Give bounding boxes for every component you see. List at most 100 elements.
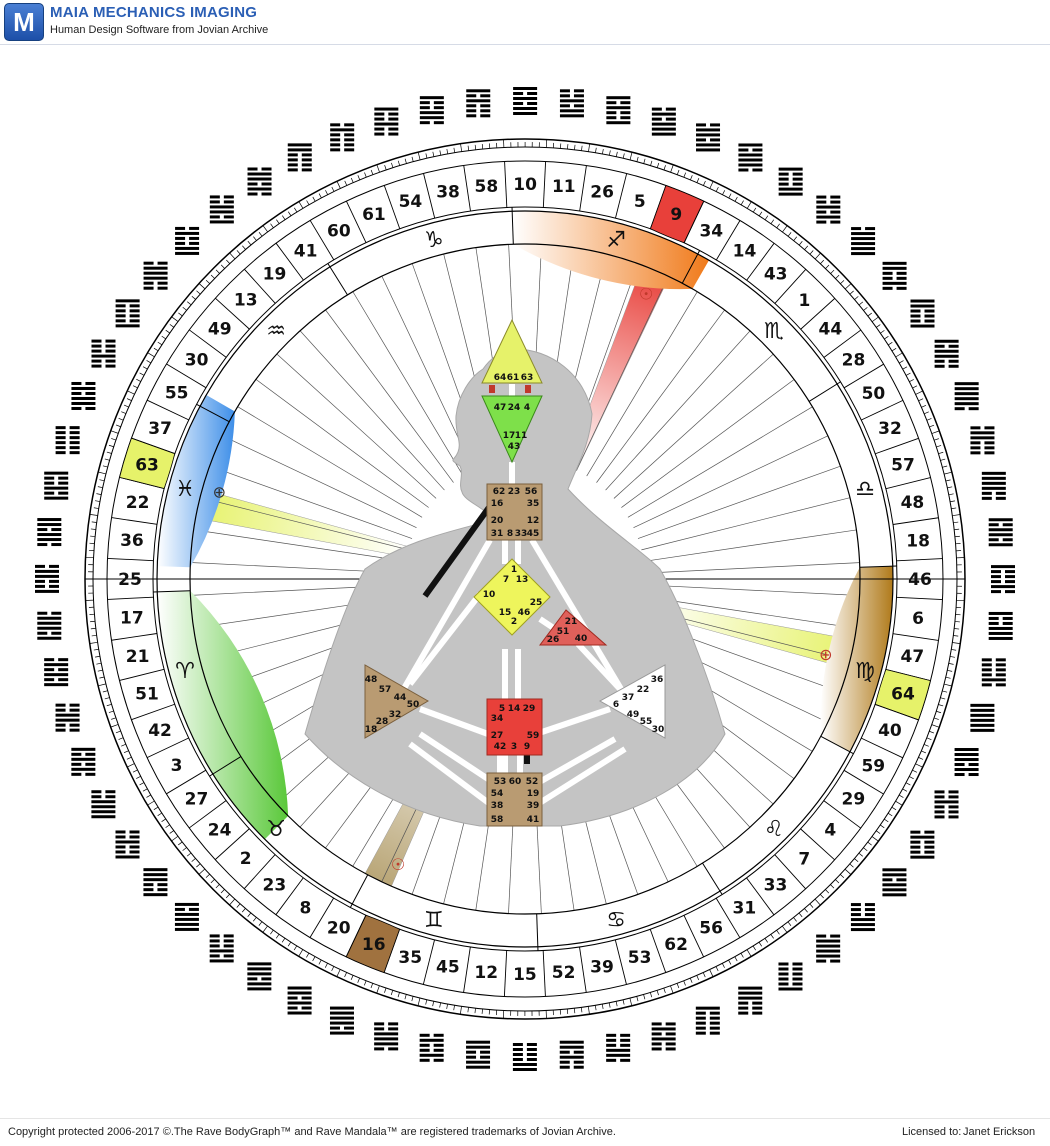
zodiac-scorpio-icon: ♏ — [764, 319, 784, 344]
center-gate-49: 49 — [627, 710, 640, 720]
center-gate-56: 56 — [525, 487, 538, 497]
gate-number-39: 39 — [590, 957, 614, 977]
gate-number-43: 43 — [764, 265, 788, 285]
center-gate-33: 33 — [515, 529, 528, 539]
gate-number-17: 17 — [120, 609, 144, 629]
hexagram-icon — [560, 1041, 584, 1069]
center-gate-63: 63 — [521, 373, 534, 383]
gate-number-52: 52 — [552, 963, 576, 983]
gate-number-3: 3 — [171, 756, 183, 776]
gate-number-31: 31 — [733, 898, 757, 918]
gate-number-44: 44 — [819, 319, 843, 339]
hexagram-icon — [989, 518, 1013, 546]
center-gate-52: 52 — [526, 777, 539, 787]
gate-number-20: 20 — [327, 918, 351, 938]
center-gate-45: 45 — [527, 529, 540, 539]
hexagram-icon — [935, 790, 959, 818]
center-gate-12: 12 — [527, 516, 540, 526]
hexagram-icon — [330, 1007, 354, 1035]
hexagram-icon — [247, 962, 271, 990]
hexagram-icon — [56, 704, 80, 732]
hexagram-icon — [738, 987, 762, 1015]
hexagram-icon — [935, 340, 959, 368]
gate-number-41: 41 — [294, 242, 318, 262]
center-gate-13: 13 — [516, 575, 529, 585]
gate-number-45: 45 — [436, 957, 460, 977]
hexagram-icon — [144, 262, 168, 290]
gate-number-49: 49 — [208, 319, 232, 339]
center-gate-46: 46 — [518, 608, 531, 618]
center-gate-39: 39 — [527, 801, 540, 811]
hexagram-icon — [851, 227, 875, 255]
center-gate-6: 6 — [613, 700, 619, 710]
center-gate-27: 27 — [491, 731, 504, 741]
hexagram-icon — [779, 168, 803, 196]
center-gate-61: 61 — [507, 373, 520, 383]
center-gate-19: 19 — [527, 789, 540, 799]
hexagram-icon — [696, 1007, 720, 1035]
gate-number-9: 9 — [670, 205, 682, 225]
center-gate-22: 22 — [637, 685, 650, 695]
hexagram-icon — [91, 790, 115, 818]
hexagram-icon — [35, 565, 59, 593]
gate-number-30: 30 — [185, 350, 209, 370]
gate-number-16: 16 — [362, 935, 386, 955]
hexagram-icon — [955, 382, 979, 410]
hexagram-icon — [210, 195, 234, 223]
center-gate-26: 26 — [547, 635, 560, 645]
hexagram-icon — [989, 612, 1013, 640]
center-gate-47: 47 — [494, 403, 507, 413]
center-gate-48: 48 — [365, 675, 378, 685]
center-gate-60: 60 — [509, 777, 522, 787]
hexagram-icon — [696, 123, 720, 151]
center-gate-53: 53 — [494, 777, 507, 787]
center-gate-7: 7 — [503, 575, 509, 585]
gate-number-57: 57 — [891, 455, 915, 475]
gate-number-38: 38 — [436, 183, 460, 203]
hexagram-icon — [606, 1034, 630, 1062]
footer: Copyright protected 2006-2017 ©.The Rave… — [0, 1118, 1050, 1146]
gate-number-48: 48 — [901, 493, 925, 513]
center-gate-23: 23 — [508, 487, 521, 497]
gate-number-40: 40 — [878, 721, 902, 741]
center-gate-32: 32 — [389, 710, 402, 720]
gate-number-47: 47 — [901, 647, 925, 667]
center-gate-3: 3 — [511, 742, 517, 752]
hexagram-icon — [56, 426, 80, 454]
hexagram-icon — [882, 868, 906, 896]
hexagram-icon — [982, 658, 1006, 686]
planet-sun-icon: ☉ — [639, 285, 653, 304]
center-gate-21: 21 — [565, 617, 578, 627]
zodiac-capricorn-icon: ♑ — [424, 228, 444, 253]
center-gate-59: 59 — [527, 731, 540, 741]
hexagram-icon — [955, 748, 979, 776]
gate-number-63: 63 — [135, 455, 159, 475]
gate-number-1: 1 — [798, 291, 810, 311]
gate-number-2: 2 — [240, 849, 252, 869]
center-gate-2: 2 — [511, 617, 517, 627]
center-gate-14: 14 — [508, 704, 521, 714]
gate-number-18: 18 — [906, 531, 930, 551]
hexagram-icon — [513, 1043, 537, 1071]
gate-number-33: 33 — [764, 875, 788, 895]
gate-number-42: 42 — [148, 721, 172, 741]
gate-number-51: 51 — [135, 685, 159, 705]
gate-number-15: 15 — [513, 965, 537, 985]
hexagram-icon — [37, 518, 61, 546]
hexagram-icon — [606, 96, 630, 124]
center-gate-50: 50 — [407, 700, 420, 710]
gate-number-22: 22 — [126, 493, 150, 513]
planet-earth-icon: ⊕ — [213, 482, 226, 501]
licensed-to-label: Licensed to: — [902, 1126, 961, 1138]
center-gate-5: 5 — [499, 704, 505, 714]
gate-number-28: 28 — [842, 351, 866, 371]
gate-number-29: 29 — [842, 790, 866, 810]
zodiac-pisces-icon: ♓ — [175, 477, 195, 502]
hexagram-icon — [175, 227, 199, 255]
gate-number-59: 59 — [861, 756, 885, 776]
center-gate-31: 31 — [491, 529, 504, 539]
center-gate-35: 35 — [527, 499, 540, 509]
hexagram-icon — [210, 934, 234, 962]
gate-number-56: 56 — [699, 918, 723, 938]
gate-number-24: 24 — [208, 821, 232, 841]
